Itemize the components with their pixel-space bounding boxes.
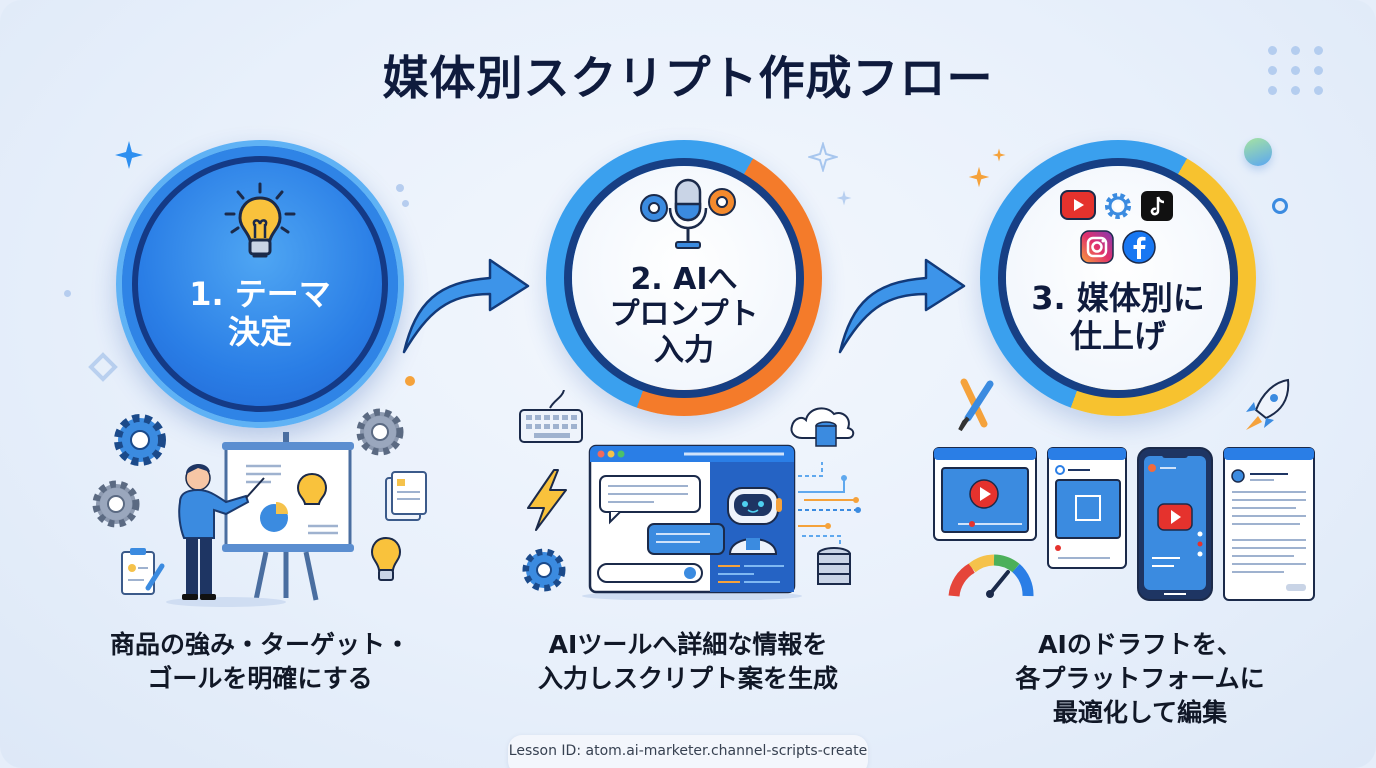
lightbulb-icon — [224, 182, 296, 258]
lesson-id-badge: Lesson ID: atom.ai-marketer.channel-scri… — [508, 735, 868, 768]
step-1-circle: 1. テーマ 決定 — [116, 140, 404, 428]
gear-icon — [356, 408, 404, 456]
tiktok-icon — [1141, 191, 1173, 221]
presenter-person — [166, 463, 286, 607]
gauge-icon — [948, 554, 1034, 598]
gear-icon — [1105, 193, 1131, 219]
step-1-label-line-1: 1. テーマ — [189, 275, 331, 313]
lightning-icon — [527, 469, 567, 531]
step-3-label: 3. 媒体別に 仕上げ — [980, 279, 1256, 356]
document-window — [1223, 447, 1315, 601]
green-blue-orb-decoration — [1244, 138, 1272, 166]
smartphone — [1137, 447, 1213, 601]
step-3-caption: AIのドラフトを、 各プラットフォームに 最適化して編集 — [930, 628, 1350, 729]
step-2-caption-line-1: AIツールへ詳細な情報を — [548, 630, 828, 659]
blue-dot-decoration — [396, 184, 404, 192]
cloud-database-icon — [790, 407, 855, 447]
step-3-caption-line-2: 各プラットフォームに — [1015, 663, 1265, 693]
sparkle-small-orange-icon — [992, 148, 1006, 162]
sparkle-orange-icon — [968, 166, 990, 188]
easel-whiteboard — [222, 432, 354, 601]
youtube-icon — [1060, 190, 1096, 220]
clipboard-icon — [121, 548, 165, 595]
video-window — [933, 447, 1037, 541]
step-2-caption: AIツールへ詳細な情報を 入力しスクリプト案を生成 — [478, 628, 898, 696]
step-3-circle: 3. 媒体別に 仕上げ — [980, 140, 1256, 416]
blue-dot-decoration — [64, 290, 71, 297]
flow-arrow-1-to-2 — [402, 258, 530, 354]
lightbulb-icon — [370, 536, 402, 581]
circuit-lines — [798, 462, 861, 546]
step-2-label-line-1: 2. AIへ — [630, 262, 738, 297]
ring-decoration — [1272, 198, 1288, 214]
sparkle-small-blue-icon — [836, 190, 852, 206]
platform-screens-illustration — [933, 378, 1315, 601]
step-1-caption-line-2: ゴールを明確にする — [147, 663, 373, 693]
step-1-caption-line-1: 商品の強み・ターゲット・ — [109, 630, 410, 659]
image-post-window — [1047, 447, 1127, 569]
orange-dot-decoration — [405, 376, 415, 386]
step-1-label: 1. テーマ 決定 — [122, 275, 398, 352]
microphone-gears-icon — [640, 178, 736, 249]
sparkle-outline-icon — [808, 142, 838, 172]
step-2-caption-line-2: 入力しスクリプト案を生成 — [537, 663, 838, 693]
step-2-label-line-3: 入力 — [654, 332, 714, 368]
facebook-icon — [1122, 230, 1156, 264]
social-media-icons — [1058, 190, 1178, 266]
step-2-circle: 2. AIへ プロンプト 入力 — [546, 140, 822, 416]
instagram-icon — [1080, 230, 1114, 264]
step-3-caption-line-3: 最適化して編集 — [1052, 697, 1228, 727]
step-3-caption-line-1: AIのドラフトを、 — [1038, 630, 1242, 659]
presenter-illustration — [92, 408, 427, 607]
blue-dot-decoration — [402, 200, 409, 207]
gear-icon — [114, 414, 166, 466]
step-3-label-line-1: 3. 媒体別に — [1031, 279, 1205, 317]
document-icon — [385, 471, 427, 521]
paintbrush-pencil-icon — [958, 378, 994, 432]
step-3-label-line-2: 仕上げ — [1069, 316, 1166, 355]
step-2-label: 2. AIへ プロンプト 入力 — [546, 262, 822, 368]
sparkle-icon — [115, 141, 143, 169]
gear-icon — [522, 548, 566, 592]
rocket-icon — [1246, 378, 1290, 430]
flow-arrow-2-to-3 — [838, 258, 966, 354]
database-icon — [817, 547, 851, 585]
gear-icon — [92, 480, 140, 528]
step-2-label-line-2: プロンプト — [609, 297, 759, 333]
dots-grid-decoration — [1268, 46, 1338, 96]
ai-chat-illustration — [519, 390, 861, 600]
step-1-caption: 商品の強み・ターゲット・ ゴールを明確にする — [50, 628, 470, 696]
chat-window — [582, 444, 802, 600]
page-title: 媒体別スクリプト作成フロー — [382, 51, 994, 105]
robot-icon — [727, 487, 782, 555]
step-1-label-line-2: 決定 — [227, 312, 292, 351]
diamond-outline-decoration — [88, 352, 118, 382]
keyboard-icon — [519, 390, 583, 443]
